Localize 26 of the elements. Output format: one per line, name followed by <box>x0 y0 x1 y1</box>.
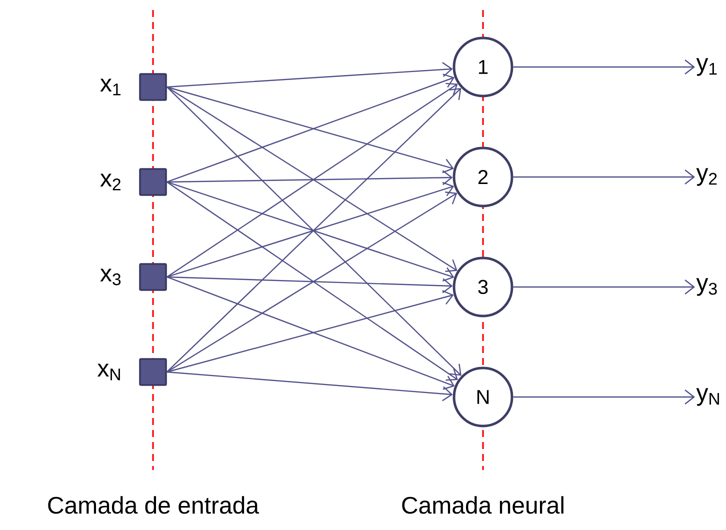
arrow <box>166 86 454 174</box>
arrow <box>166 276 455 390</box>
input-square <box>139 263 167 291</box>
input-label: x$_{3}$ <box>100 268 121 286</box>
layer-label: Camada neural <box>402 496 564 514</box>
input-label: x$_{2}$ <box>100 174 120 190</box>
input-square <box>139 168 167 196</box>
input-label: x$_{N}$ <box>97 364 120 380</box>
arrow <box>166 276 453 294</box>
layer-label: Camada de entrada <box>48 496 260 514</box>
arrow <box>166 74 455 183</box>
output-label: y$_{3}$ <box>696 278 717 296</box>
input-square <box>139 358 167 386</box>
arrow <box>166 62 453 88</box>
arrow <box>513 390 695 404</box>
output-label: y$_{2}$ <box>696 168 717 186</box>
input-label: x$_{1}$ <box>100 78 120 96</box>
arrow <box>166 371 453 402</box>
output-label: y$_{N}$ <box>696 388 719 406</box>
arrow <box>513 60 695 74</box>
input-square <box>139 73 167 101</box>
output-label: y$_{1}$ <box>696 58 717 76</box>
arrow <box>166 170 453 186</box>
arrow <box>166 290 454 373</box>
arrow <box>513 170 695 184</box>
arrow <box>513 280 695 294</box>
